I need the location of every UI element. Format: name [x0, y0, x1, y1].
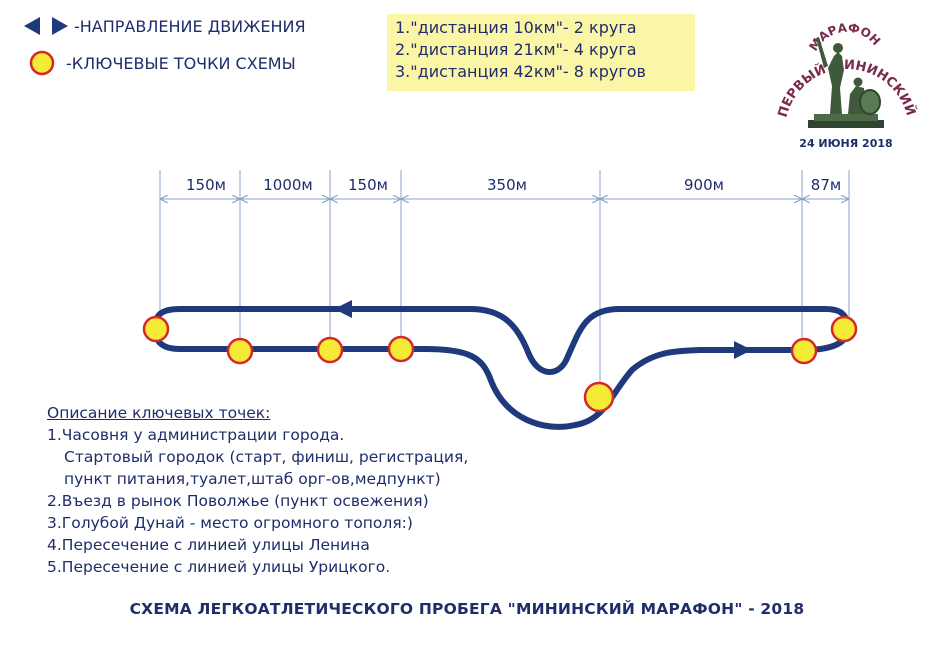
direction-arrow-right-icon — [734, 341, 752, 359]
keypoint-number: 6 — [837, 319, 850, 341]
keypoint-number: 3 — [394, 339, 407, 361]
keypoint-number: 4 — [591, 386, 606, 411]
distance-line: 3."дистанция 42км"- 8 кругов — [395, 62, 646, 81]
keypoint-5: 5 — [790, 337, 818, 365]
keypoint-4: 4 — [583, 381, 615, 413]
description-line: 5.Пересечение с линией улицы Урицкого. — [47, 558, 391, 576]
keypoint-number: 5 — [797, 341, 810, 363]
marathon-logo: ПЕРВЫЙ МИНИНСКИЙ Г. БАЛАХНА МАРАФОН 24 И… — [768, 8, 918, 150]
legend-direction-label: -НАПРАВЛЕНИЕ ДВИЖЕНИЯ — [74, 16, 306, 36]
distances-box: 1."дистанция 10км"- 2 круга 2."дистанция… — [387, 14, 695, 91]
description-line: 4.Пересечение с линией улицы Ленина — [47, 536, 370, 554]
keypoint-marker-icon: 2 — [29, 50, 55, 76]
description-line: Стартовый городок (старт, финиш, регистр… — [64, 448, 469, 466]
distance-line: 2."дистанция 21км"- 4 круга — [395, 40, 637, 59]
keypoint-number: 7 — [149, 319, 162, 341]
keypoint-1: 1 — [226, 337, 254, 365]
keypoint-6: 6 — [830, 315, 858, 343]
segment-label: 350м — [487, 176, 527, 194]
segment-label: 1000м — [263, 176, 313, 194]
direction-arrows-icon — [24, 17, 68, 35]
page-title: СХЕМА ЛЕГКОАТЛЕТИЧЕСКОГО ПРОБЕГА "МИНИНС… — [129, 600, 805, 618]
description-line: пункт питания,туалет,штаб орг-ов,медпунк… — [64, 470, 441, 488]
keypoint-3: 3 — [387, 335, 415, 363]
segment-label: 150м — [186, 176, 226, 194]
legend-keypoints: 2 -КЛЮЧЕВЫЕ ТОЧКИ СХЕМЫ — [22, 50, 296, 76]
legend-keypoint-number: 2 — [36, 54, 48, 74]
segment-label: 87м — [811, 176, 841, 194]
legend-direction: -НАПРАВЛЕНИЕ ДВИЖЕНИЯ — [22, 14, 306, 38]
description-line: 1.Часовня у администрации города. — [47, 426, 345, 444]
logo-date: 24 ИЮНЯ 2018 — [799, 137, 892, 150]
description-line: 3.Голубой Дунай - место огромного тополя… — [47, 514, 413, 532]
route-path — [152, 306, 852, 430]
legend-keypoints-label: -КЛЮЧЕВЫЕ ТОЧКИ СХЕМЫ — [66, 53, 296, 73]
description-line: 2.Въезд в рынок Поволжье (пункт освежени… — [47, 492, 429, 510]
keypoint-7: 7 — [142, 315, 170, 343]
description-title: Описание ключевых точек: — [47, 404, 271, 422]
monument-icon — [808, 37, 884, 128]
keypoint-number: 1 — [233, 341, 246, 363]
segment-label: 150м — [348, 176, 388, 194]
keypoint-2: 2 — [316, 336, 344, 364]
distance-line: 1."дистанция 10км"- 2 круга — [395, 18, 637, 37]
keypoint-number: 2 — [323, 340, 336, 362]
direction-arrow-left-icon — [334, 300, 352, 318]
keypoints-description: Описание ключевых точек: 1.Часовня у адм… — [47, 402, 468, 578]
segment-label: 900м — [684, 176, 724, 194]
